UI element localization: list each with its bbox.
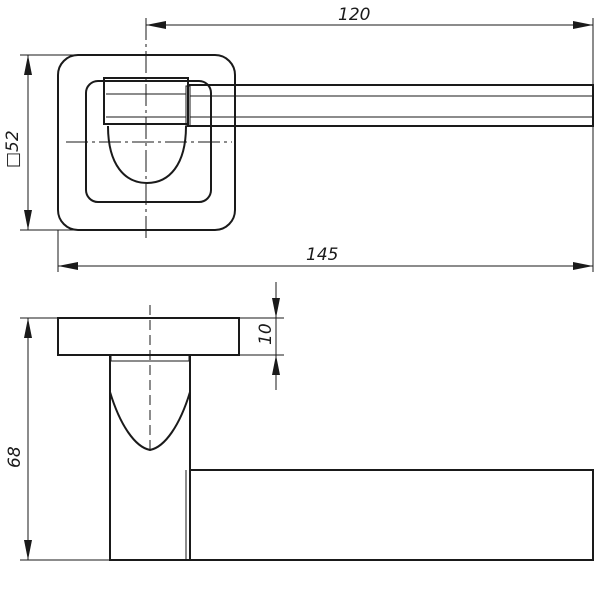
dim-52-label: □52: [3, 130, 23, 168]
neck-circle: [107, 125, 187, 185]
rosette-plate-side: [57, 317, 240, 356]
neck-side: [109, 355, 191, 561]
dim-145-label: 145: [306, 245, 338, 265]
dimension-52: □52: [3, 54, 80, 231]
top-view: [57, 18, 594, 238]
dimension-10: 10: [239, 282, 284, 390]
lever-side: [189, 469, 594, 561]
dim-68-label: 68: [5, 446, 25, 468]
dim-120-label: 120: [338, 5, 370, 25]
dimension-120: 120: [146, 5, 594, 85]
dimension-68: 68: [5, 317, 110, 561]
lever-top: [187, 84, 594, 127]
side-view: [57, 305, 594, 561]
dim-10-label: 10: [256, 323, 276, 345]
dimension-145: 145: [57, 126, 594, 272]
